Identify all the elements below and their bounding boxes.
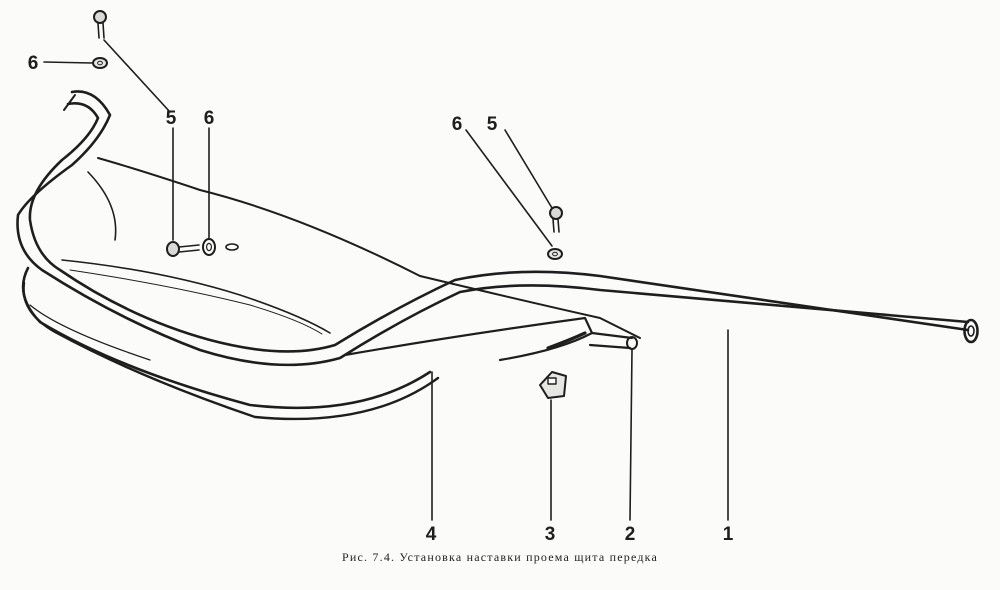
installed-screw-5 bbox=[166, 241, 200, 257]
installed-washer-6 bbox=[202, 238, 216, 256]
callout-5-left: 5 bbox=[166, 108, 177, 129]
channel-insert bbox=[343, 316, 594, 362]
main-frame-tube bbox=[16, 90, 979, 367]
figure-caption: Рис. 7.4. Установка наставки проема щита… bbox=[342, 550, 658, 564]
washer-6-right bbox=[547, 248, 563, 260]
callout-3: 3 bbox=[545, 524, 556, 545]
callout-4: 4 bbox=[426, 524, 437, 545]
shield-panel bbox=[61, 157, 641, 339]
screw-5-right bbox=[549, 206, 563, 233]
washer-6-top-left bbox=[92, 57, 108, 69]
callout-1: 1 bbox=[723, 524, 734, 545]
callout-6-right: 6 bbox=[452, 114, 463, 135]
leader-lines bbox=[43, 39, 729, 521]
clip-part bbox=[539, 371, 567, 399]
screw-5-top-left bbox=[93, 10, 107, 39]
panel-slot bbox=[225, 243, 239, 251]
callout-6-top-left: 6 bbox=[28, 53, 39, 74]
lower-trim-bar bbox=[21, 266, 440, 421]
callout-5-right: 5 bbox=[487, 114, 498, 135]
callout-2: 2 bbox=[625, 524, 636, 545]
callout-6-left: 6 bbox=[204, 108, 215, 129]
insert-rod bbox=[588, 331, 638, 350]
